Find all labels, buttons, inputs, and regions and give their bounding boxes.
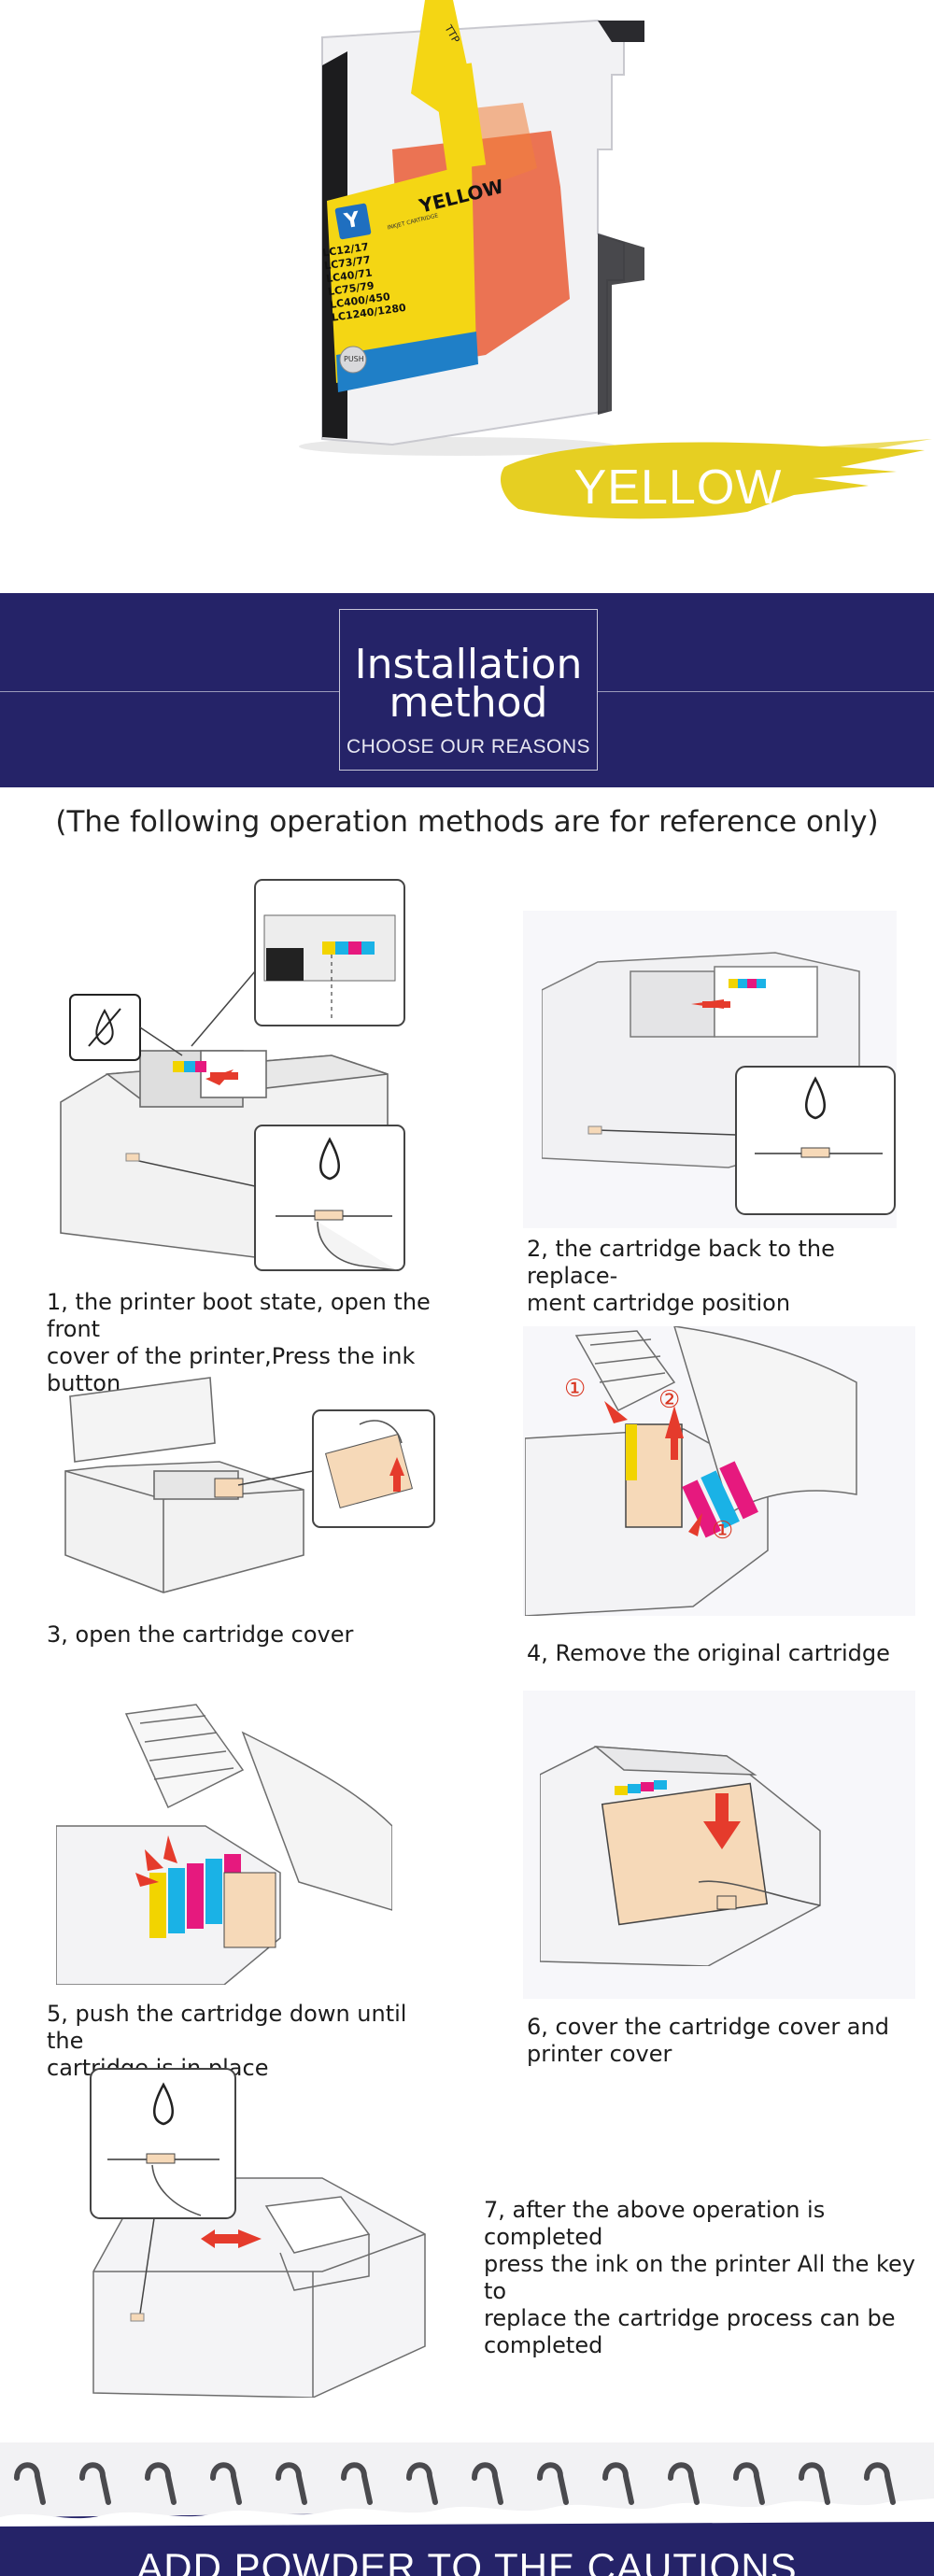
caption-line: 3, open the cartridge cover — [47, 1621, 354, 1648]
step-1-illustration — [60, 879, 405, 1271]
step-4-marker: ① — [564, 1375, 587, 1403]
banner-title-box: Installation method CHOOSE OUR REASONS — [339, 609, 598, 771]
caption-line: ment cartridge position — [527, 1290, 791, 1316]
caption-line: 2, the cartridge back to the replace- — [527, 1236, 835, 1289]
footer-title: ADD POWDER TO THE CAUTIONS — [136, 2545, 798, 2576]
step-4-marker: ① — [712, 1517, 734, 1545]
yellow-brush-stroke — [500, 442, 925, 519]
banner-subtitle: CHOOSE OUR REASONS — [346, 736, 591, 757]
caption-line: replace the cartridge process can be — [484, 2305, 896, 2331]
step-4-caption: 4, Remove the original cartridge — [527, 1640, 919, 1667]
step-4-illustration — [525, 1326, 857, 1616]
banner-title-line1: Installation — [354, 641, 583, 688]
banner-divider-right — [598, 691, 934, 692]
spiral-binding-graphic — [0, 2442, 934, 2576]
caption-line: 1, the printer boot state, open the fron… — [47, 1289, 431, 1342]
installation-banner: Installation method CHOOSE OUR REASONS — [0, 593, 934, 787]
step-7-caption: 7, after the above operation is complete… — [484, 2197, 923, 2359]
product-hero: Y YELLOW INKJET CARTRIDGE TTP LC12/17 LC… — [0, 0, 934, 593]
caption-line: 5, push the cartridge down until the — [47, 2001, 407, 2054]
banner-title-line2: method — [389, 679, 548, 727]
reference-note: (The following operation methods are for… — [55, 805, 879, 839]
step-2-illustration — [542, 952, 896, 1215]
push-label: PUSH — [344, 355, 364, 363]
brush-label: YELLOW — [573, 460, 783, 515]
step-2-caption: 2, the cartridge back to the replace- me… — [527, 1236, 919, 1317]
caption-line: completed — [484, 2332, 603, 2358]
cartridge-model-list: LC12/17 LC73/77 LC40/71 LC75/79 LC400/45… — [321, 239, 406, 325]
cautions-footer: ADD POWDER TO THE CAUTIONS — [0, 2405, 934, 2576]
caption-line: 6, cover the cartridge cover and — [527, 2014, 889, 2040]
cartridge-illustration — [299, 0, 932, 519]
step-6-caption: 6, cover the cartridge cover and printer… — [527, 2014, 919, 2068]
caption-line: press the ink on the printer All the key… — [484, 2251, 915, 2304]
step-3-illustration — [64, 1377, 435, 1593]
step-7-illustration — [90, 2068, 426, 2398]
step-6-illustration — [540, 1746, 821, 1966]
step-3-caption: 3, open the cartridge cover — [47, 1621, 448, 1649]
caption-line: 4, Remove the original cartridge — [527, 1640, 890, 1666]
banner-divider-left — [0, 691, 339, 692]
step-1-caption: 1, the printer boot state, open the fron… — [47, 1289, 458, 1397]
caption-line: printer cover — [527, 2041, 672, 2067]
step-4-marker: ② — [658, 1386, 681, 1414]
caption-line: 7, after the above operation is complete… — [484, 2197, 826, 2250]
caption-line: cover of the printer,Press the ink butto… — [47, 1343, 416, 1396]
step-5-illustration — [56, 1704, 392, 1985]
